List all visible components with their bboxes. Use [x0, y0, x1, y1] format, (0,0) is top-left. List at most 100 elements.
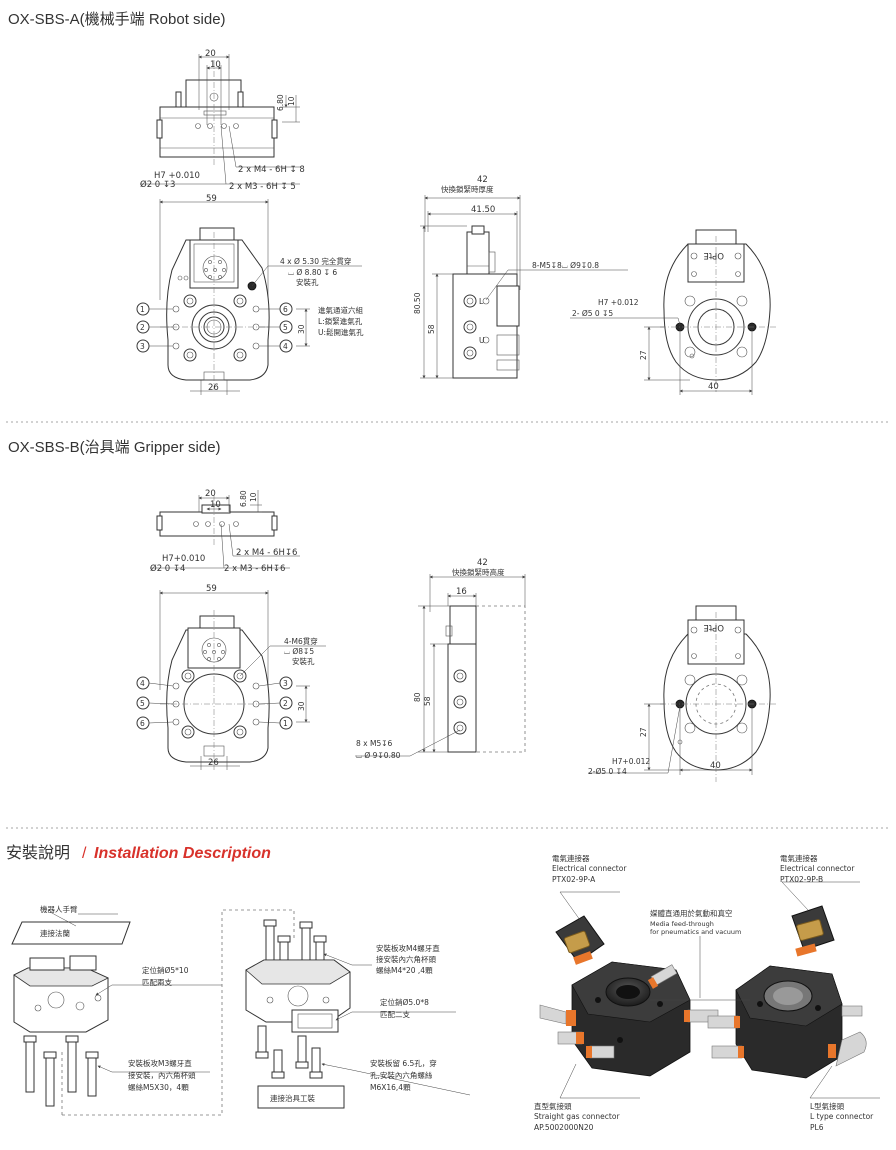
section-b-title: OX-SBS-B(治具端 Gripper side) [8, 439, 221, 456]
a-front-view [136, 199, 362, 395]
b-back-h7: H7+0.012 [612, 757, 650, 766]
a-top-note-h7: H7 +0.010 [154, 171, 200, 181]
b-back-logo: OPtE [703, 622, 724, 632]
b-side-tap-2: ⌴ Ø 9↧0.80 [356, 751, 401, 760]
a-air-note-2: L:鎖緊進氣孔 [318, 316, 363, 326]
a-port-3: 3 [140, 342, 145, 351]
b-top-note-tap1: 2 x M4 - 6H↧6 [236, 548, 297, 558]
a-top-dim-20: 20 [205, 49, 216, 59]
install-right-assembly [245, 919, 471, 1109]
a-port-6: 6 [283, 305, 288, 314]
b-side-dim-58: 58 [423, 696, 432, 706]
b-top-view [150, 490, 300, 569]
b-hole-note-1: 4-M6貫穿 [284, 636, 318, 646]
product-photo [539, 881, 880, 1099]
b-top-dim-10: 10 [210, 500, 221, 510]
install-pin1-a: 定位銷Ø5*10 [142, 965, 189, 975]
b-back-dim-27: 27 [639, 727, 648, 737]
install-title-slash: / [82, 845, 87, 862]
b-hole-note-3: 安裝孔 [292, 656, 315, 666]
a-side-port-l: L [479, 297, 484, 306]
photo-ltype-cn: L型氣接頭 [810, 1101, 845, 1111]
a-top-view [140, 54, 300, 185]
a-side-port-u: U [479, 336, 485, 345]
a-back-h7: H7 +0.012 [598, 298, 639, 307]
photo-ec-b-cn: 電氣連接器 [780, 853, 818, 863]
a-front-dim-26: 26 [208, 383, 219, 393]
photo-ec-b-pn: PTX02-9P-B [780, 875, 823, 884]
a-top-dim-10: 10 [210, 60, 221, 70]
a-side-dim-42: 42 [477, 175, 488, 185]
b-port-3: 3 [283, 679, 288, 688]
b-top-note-h7: H7+0.010 [162, 554, 205, 564]
b-side-height: 快換鎖緊時高度 [452, 567, 505, 577]
b-side-dim-16: 16 [456, 587, 467, 597]
a-back-view [570, 229, 776, 395]
b-port-5: 5 [140, 699, 145, 708]
install-left-assembly [11, 911, 222, 1107]
b-top-dim-680: 6.80 [239, 490, 248, 507]
b-top-note-tap2: 2 x M3 - 6H↧6 [224, 564, 285, 574]
a-back-dim-27: 27 [639, 350, 648, 360]
a-port-2: 2 [140, 323, 145, 332]
install-fixture: 連接治具工裝 [270, 1093, 315, 1103]
b-port-4: 4 [140, 679, 145, 688]
install-pin2-b: 匹配二支 [380, 1009, 410, 1019]
b-side-dim-80: 80 [413, 692, 422, 702]
install-m4-b: 接安裝內六角杯頭 [376, 954, 436, 964]
b-top-dim-10v: 10 [249, 492, 258, 502]
install-title-en: Installation Description [94, 845, 271, 862]
photo-straight-cn: 直型氣接頭 [534, 1101, 572, 1111]
a-hole-note-3: 安裝孔 [296, 277, 319, 287]
b-front-dim-30: 30 [297, 701, 306, 711]
b-port-6: 6 [140, 719, 145, 728]
a-hole-note-1: 4 x Ø 5.30 完全貫穿 [280, 256, 351, 266]
b-front-dim-59: 59 [206, 584, 217, 594]
b-back-dim-40: 40 [710, 761, 721, 771]
install-m4-a: 安裝板攻M4螺牙直 [376, 943, 440, 953]
b-back-view [588, 605, 776, 782]
a-back-dim-40: 40 [708, 382, 719, 392]
a-side-dim-8050: 80.50 [413, 292, 422, 314]
photo-ltype-pn: PL6 [810, 1123, 824, 1132]
b-top-note-pin: Ø2 0 ↧4 [150, 563, 185, 574]
install-flange: 連接法蘭 [40, 928, 70, 938]
install-title-cn: 安裝說明 [6, 844, 70, 862]
b-side-dim-42: 42 [477, 558, 488, 568]
a-side-view [420, 195, 628, 379]
install-hole-a: 安裝板留 6.5孔，穿 [370, 1058, 437, 1068]
a-side-dim-58: 58 [427, 324, 436, 334]
a-back-pin: 2- Ø5 0 ↧5 [572, 309, 613, 318]
b-port-1: 1 [283, 719, 288, 728]
install-m3-c: 螺絲M5X30，4顆 [128, 1082, 189, 1092]
b-top-dim-20: 20 [205, 489, 216, 499]
a-side-dim-4150: 41.50 [471, 205, 495, 215]
photo-ec-b-en: Electrical connector [780, 864, 855, 873]
b-front-dim-26: 26 [208, 758, 219, 768]
a-top-note-pin: Ø2 0 ↧3 [140, 179, 175, 190]
a-side-tap: 8-M5↧8⌴ Ø9↧0.8 [532, 261, 599, 270]
a-side-thick: 快換鎖緊時厚度 [441, 184, 494, 194]
a-air-note-1: 進氣通道六組 [318, 305, 363, 315]
install-m3-b: 接安裝，內六角杯頭 [128, 1070, 196, 1080]
photo-ec-a-cn: 電氣連接器 [552, 853, 590, 863]
b-side-view [355, 574, 526, 757]
install-pin2-a: 定位銷Ø5.0*8 [380, 997, 429, 1007]
a-air-note-3: U:鬆開進氣孔 [318, 327, 364, 337]
a-top-dim-680: 6.80 [276, 94, 285, 111]
photo-media-cn: 媒體直通用於氣動和真空 [650, 908, 733, 918]
photo-ltype-en: L type connector [810, 1112, 874, 1121]
b-side-tap-1: 8 x M5↧6 [356, 739, 393, 748]
photo-ec-a-pn: PTX02-9P-A [552, 875, 596, 884]
install-hole-c: M6X16,4顆 [370, 1083, 411, 1092]
a-front-dim-59: 59 [206, 194, 217, 204]
photo-media-en2: for pneumatics and vacuum [650, 928, 741, 936]
photo-media-en1: Media feed-through [650, 920, 714, 928]
b-port-2: 2 [283, 699, 288, 708]
install-m3-a: 安裝板攻M3螺牙直 [128, 1058, 192, 1068]
b-back-pin: 2-Ø5 0 ↧4 [588, 767, 627, 776]
photo-straight-en: Straight gas connector [534, 1112, 620, 1121]
a-port-5: 5 [283, 323, 288, 332]
section-a-title: OX-SBS-A(機械手端 Robot side) [8, 11, 226, 28]
